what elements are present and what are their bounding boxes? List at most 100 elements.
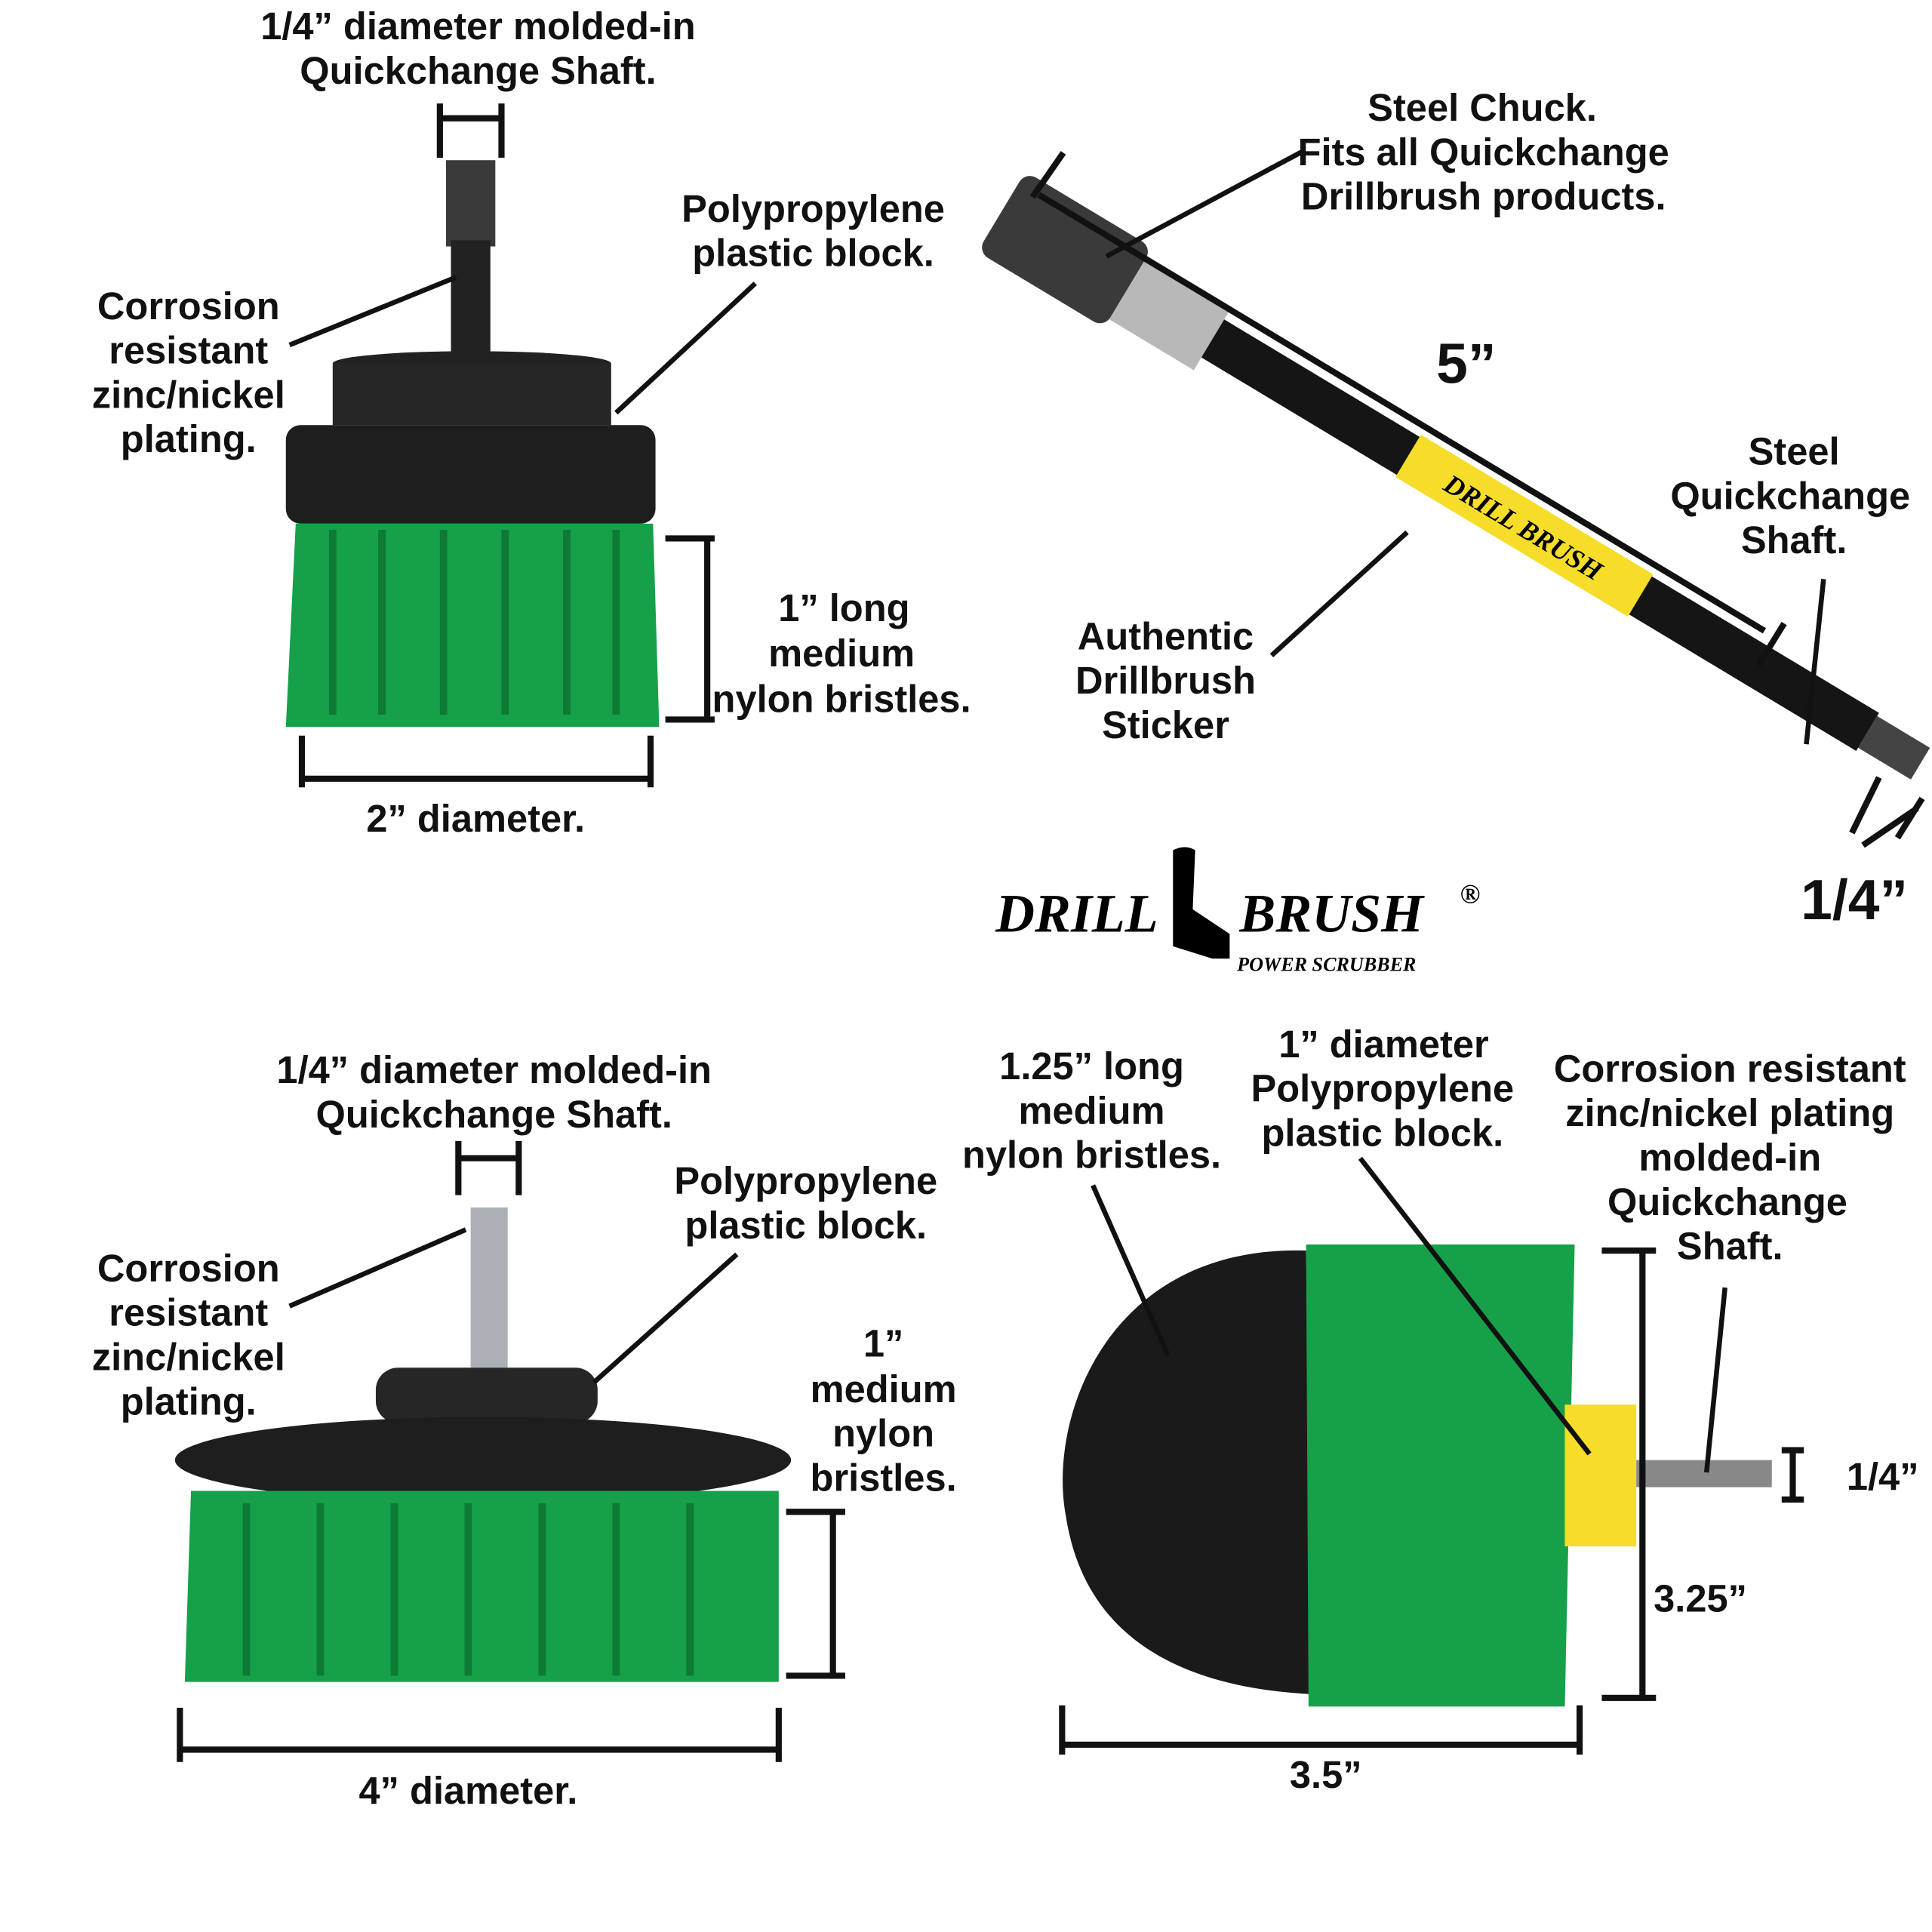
logo-text-right: BRUSH <box>1238 883 1425 943</box>
length-label: 5” <box>1436 332 1496 395</box>
diameter-dimension-line <box>298 735 654 788</box>
block-label: plastic block. <box>692 232 934 275</box>
plating-label: resistant <box>109 329 268 372</box>
logo-tagline: POWER SCRUBBER <box>1236 954 1416 976</box>
shaft-size-dimension-line <box>1849 776 1925 848</box>
bristle-dimension-line <box>665 535 715 723</box>
block-label: 1” diameter <box>1278 1023 1488 1066</box>
bristle-label: nylon bristles. <box>962 1134 1221 1177</box>
drillbrush-logo: DRILL BRUSH ® POWER SCRUBBER <box>995 847 1481 976</box>
extension-shaft: DRILL BRUSH Steel Chuck. Fits all Quickc… <box>982 86 1930 931</box>
diameter-dimension-line <box>177 1707 782 1762</box>
block-label: Polypropylene <box>681 187 945 230</box>
plating-label: zinc/nickel <box>92 1336 285 1379</box>
shaft-label: Quickchange Shaft. <box>315 1093 672 1136</box>
corner-brush: 1.25” long medium nylon bristles. 1” dia… <box>962 1023 1919 1796</box>
shaft-body <box>451 240 491 364</box>
brush-2in: 1/4” diameter molded-in Quickchange Shaf… <box>92 5 971 840</box>
shaft-leader-line <box>1703 1287 1727 1473</box>
zinc-shaft <box>470 1208 508 1368</box>
bristle-label: nylon <box>832 1412 934 1455</box>
block-leader-line <box>592 1252 739 1385</box>
length-dimension-line <box>1029 151 1787 667</box>
width-dimension-line <box>1059 1705 1583 1755</box>
plating-label: resistant <box>109 1291 268 1334</box>
block-leader-line <box>1358 1156 1592 1456</box>
bristle-dimension-line <box>786 1509 845 1679</box>
bristle-label: medium <box>768 632 915 675</box>
shaft-label: Quickchange <box>1607 1180 1847 1223</box>
shaft-label: molded-in <box>1638 1136 1821 1179</box>
plating-label: Corrosion <box>97 285 280 328</box>
shaft-label: 1/4” diameter molded-in <box>260 5 696 48</box>
brush-4in: 1/4” diameter molded-in Quickchange Shaf… <box>92 1048 957 1812</box>
green-bristles <box>1306 1244 1575 1707</box>
bristle-label: 1” long <box>778 586 909 629</box>
shaft-label: 1/4” diameter molded-in <box>276 1048 712 1091</box>
block-label: Polypropylene <box>674 1159 937 1202</box>
bristle-label: 1” <box>863 1322 903 1365</box>
shaft-leader-line <box>1804 579 1826 745</box>
chuck-label: Fits all Quickchange <box>1298 131 1669 174</box>
plating-label: zinc/nickel <box>92 373 285 416</box>
green-bristles <box>285 523 660 728</box>
plating-label: Corrosion <box>97 1247 280 1290</box>
plastic-block-top <box>375 1367 598 1423</box>
plating-leader-line <box>288 1227 467 1309</box>
sticker-label: Authentic <box>1078 614 1254 657</box>
height-dimension-line <box>1601 1247 1657 1701</box>
plating-label: plating. <box>121 1380 257 1423</box>
block-label: plastic block. <box>685 1204 927 1247</box>
block-label: plastic block. <box>1262 1111 1504 1154</box>
hex-shaft <box>446 160 496 247</box>
shaft-label: Quickchange Shaft. <box>300 49 656 92</box>
shaft-label: Shaft. <box>1677 1225 1783 1268</box>
drillbrush-sticker <box>1395 435 1654 617</box>
bristle-label: nylon bristles. <box>712 678 971 721</box>
block-label: Polypropylene <box>1251 1067 1514 1110</box>
chuck-label: Steel Chuck. <box>1367 86 1597 129</box>
plating-leader-line <box>288 275 457 348</box>
plastic-block-base <box>174 1417 792 1503</box>
shaft-size-label: 1/4” <box>1847 1455 1919 1498</box>
shaft-size-dimension-line <box>1781 1447 1804 1503</box>
diameter-label: 4” diameter. <box>359 1769 578 1812</box>
shaft-label: Steel <box>1749 430 1840 473</box>
black-bristles <box>1063 1250 1312 1694</box>
height-label: 3.25” <box>1654 1577 1747 1620</box>
block-leader-line <box>614 281 758 415</box>
bristle-tufts <box>242 1503 694 1676</box>
bristle-label: medium <box>1019 1089 1165 1132</box>
sticker-leader-line <box>1269 530 1409 657</box>
diameter-label: 2” diameter. <box>366 797 585 840</box>
drill-icon <box>1173 847 1230 959</box>
hex-tip <box>1858 715 1930 780</box>
bristle-label: medium <box>811 1367 957 1411</box>
chuck-label: Drillbrush products. <box>1301 175 1666 218</box>
shaft-dimension-line <box>455 1140 522 1195</box>
hex-shaft <box>1636 1460 1772 1487</box>
chuck-leader-line <box>1105 149 1304 259</box>
chuck-collar <box>1109 256 1232 371</box>
sticker-block <box>1564 1404 1637 1546</box>
sticker-label: Drillbrush <box>1075 659 1256 702</box>
plastic-block-top <box>332 363 611 426</box>
bristle-tufts <box>328 530 620 715</box>
shaft-label: zinc/nickel plating <box>1565 1091 1894 1134</box>
plastic-block-base <box>285 425 656 524</box>
bristle-label: 1.25” long <box>999 1044 1184 1088</box>
shaft-label: Quickchange <box>1670 474 1910 517</box>
bristle-leader-line <box>1091 1184 1171 1357</box>
shaft-label: Shaft. <box>1741 518 1847 561</box>
width-label: 3.5” <box>1290 1753 1362 1796</box>
registered-mark: ® <box>1460 879 1481 909</box>
logo-text-left: DRILL <box>995 883 1158 943</box>
green-bristles <box>184 1491 779 1682</box>
plating-label: plating. <box>121 417 257 460</box>
shaft-size-label: 1/4” <box>1801 868 1908 931</box>
sticker-label: Sticker <box>1102 703 1229 746</box>
shaft-dimension-line <box>436 103 505 158</box>
shaft-label: Corrosion resistant <box>1554 1047 1906 1090</box>
steel-chuck <box>982 176 1148 324</box>
